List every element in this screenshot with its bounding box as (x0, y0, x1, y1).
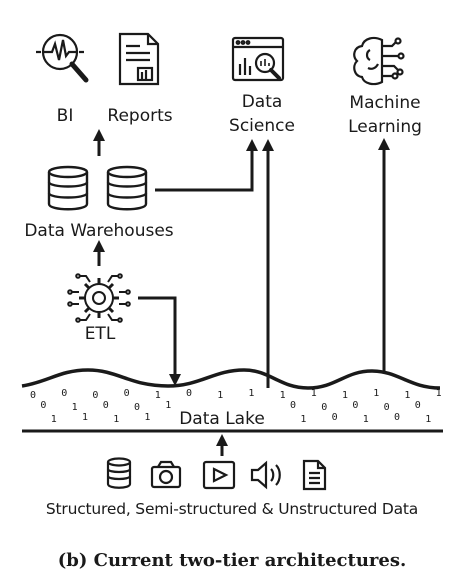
machine-learning-label-line1: Machine (349, 93, 421, 113)
binary-bit: 0 (103, 400, 109, 411)
source-structured-icon (106, 457, 132, 489)
binary-bit: 0 (61, 388, 67, 399)
data-warehouses-label: Data Warehouses (24, 221, 174, 241)
analytics-magnifier-icon (36, 33, 89, 83)
binary-bit: 1 (373, 388, 379, 399)
binary-bit: 0 (290, 400, 296, 411)
binary-bit: 1 (300, 414, 306, 425)
figure-caption: (b) Current two-tier architectures. (57, 550, 407, 571)
flow-arrows (93, 129, 390, 456)
video-play-icon (202, 460, 236, 490)
data-science-chart-icon (231, 36, 285, 82)
binary-bit: 0 (384, 402, 390, 413)
binary-bit: 0 (124, 388, 130, 399)
binary-bit: 0 (186, 388, 192, 399)
binary-bit: 0 (332, 412, 338, 423)
binary-bit: 1 (51, 414, 57, 425)
binary-bit: 1 (217, 390, 223, 401)
gear-circuit-icon (67, 273, 131, 323)
data-science-label-line1: Data (241, 92, 283, 112)
binary-bit: 1 (72, 402, 78, 413)
binary-bit: 0 (40, 400, 46, 411)
binary-bit: 1 (342, 390, 348, 401)
brain-circuit-icon (353, 36, 405, 86)
bi-label: BI (56, 106, 74, 126)
database-icon (106, 165, 148, 211)
binary-bit: 1 (248, 388, 254, 399)
binary-bit: 0 (352, 400, 358, 411)
machine-learning-label-line2: Learning (348, 117, 422, 137)
arrow-warehouse-to-datascience (155, 139, 258, 192)
binary-bit: 1 (113, 414, 119, 425)
camera-icon (150, 460, 182, 489)
data-lake-label: Data Lake (174, 409, 270, 429)
binary-bit: 0 (415, 400, 421, 411)
text-document-icon (302, 459, 327, 491)
binary-bit: 1 (404, 390, 410, 401)
sources-label: Structured, Semi-structured & Unstructur… (45, 500, 419, 518)
speaker-icon (250, 460, 281, 490)
binary-bit: 0 (92, 390, 98, 401)
data-science-label-line2: Science (229, 116, 295, 136)
report-document-icon (118, 32, 160, 86)
binary-bit: 1 (363, 414, 369, 425)
binary-bit: 1 (311, 388, 317, 399)
reports-label: Reports (107, 106, 173, 126)
binary-bit: 1 (436, 388, 442, 399)
arrow-etl-to-lake (138, 296, 181, 386)
etl-label: ETL (84, 324, 116, 344)
database-icon (47, 165, 89, 211)
binary-bit: 1 (82, 412, 88, 423)
binary-bit: 0 (134, 402, 140, 413)
binary-bit: 1 (280, 390, 286, 401)
binary-bit: 1 (425, 414, 431, 425)
binary-bit: 1 (144, 412, 150, 423)
binary-bit: 0 (30, 390, 36, 401)
binary-bit: 0 (394, 412, 400, 423)
binary-bit: 1 (165, 400, 171, 411)
data-lake-wave (21, 368, 441, 390)
binary-bit: 1 (155, 390, 161, 401)
binary-bit: 0 (321, 402, 327, 413)
